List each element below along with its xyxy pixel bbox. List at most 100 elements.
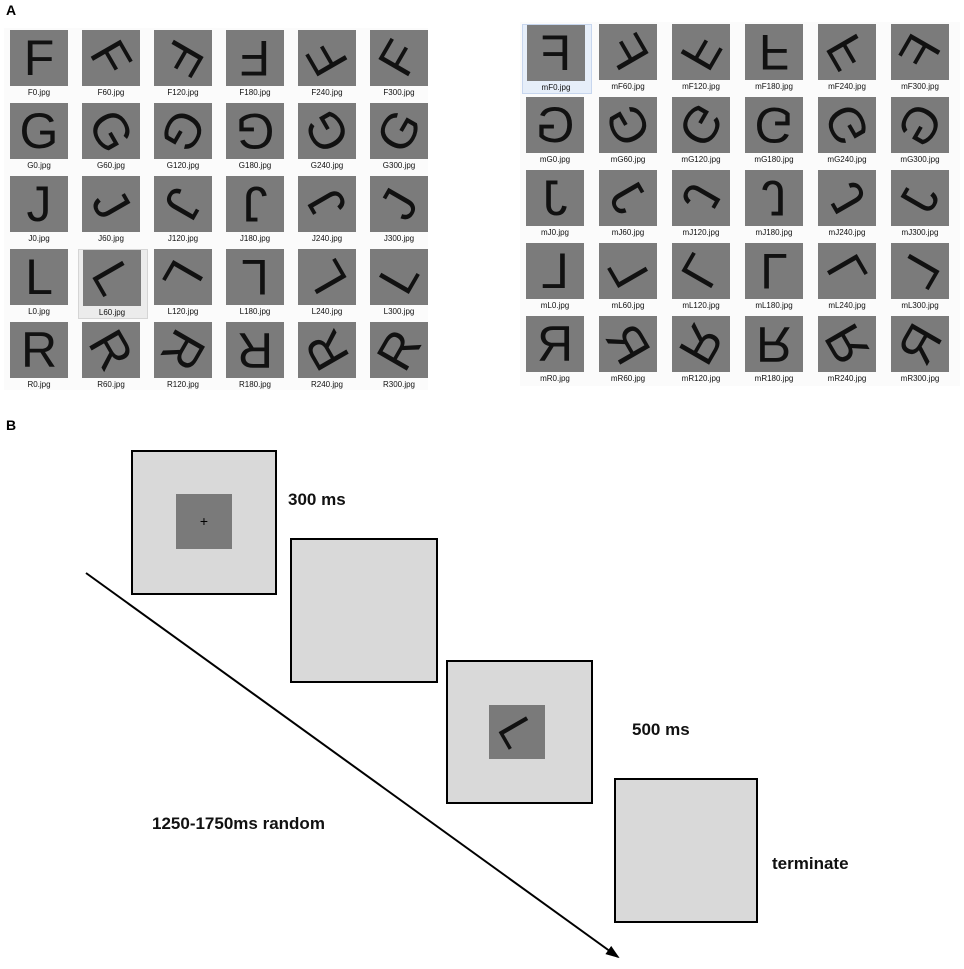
thumbnail-image: F — [226, 30, 284, 86]
thumbnail-image: G — [526, 97, 584, 153]
stimulus-duration-label: 500 ms — [632, 720, 690, 739]
thumbnail-filename: F300.jpg — [383, 88, 415, 97]
thumbnail-image: R — [226, 322, 284, 378]
thumbnail-filename: mJ300.jpg — [901, 228, 939, 237]
normal-thumbnail-l-60[interactable]: L L60.jpg — [78, 249, 148, 319]
thumbnail-image: G — [745, 97, 803, 153]
rotated-letter-glyph: J — [26, 176, 52, 232]
rotated-letter-glyph: G — [19, 103, 59, 159]
thumbnail-filename: mF300.jpg — [901, 82, 939, 91]
thumbnail-filename: F180.jpg — [239, 88, 271, 97]
thumbnail-filename: mF240.jpg — [828, 82, 866, 91]
thumbnail-filename: mL0.jpg — [540, 301, 570, 310]
blank-screen-2 — [614, 778, 758, 923]
thumbnail-filename: mR120.jpg — [681, 374, 721, 383]
thumbnail-image: G — [672, 97, 730, 153]
thumbnail-filename: mG60.jpg — [610, 155, 646, 164]
thumbnail-filename: mG120.jpg — [681, 155, 721, 164]
thumbnail-image: R — [818, 316, 876, 372]
thumbnail-image: F — [672, 24, 730, 80]
thumbnail-filename: R300.jpg — [382, 380, 416, 389]
thumbnail-filename: G180.jpg — [238, 161, 272, 170]
stimulus-patch — [489, 705, 545, 759]
thumbnail-filename: F60.jpg — [97, 88, 125, 97]
thumbnail-image: J — [298, 176, 356, 232]
thumbnail-filename: G60.jpg — [96, 161, 126, 170]
normal-thumbnail-g-0[interactable]: G G0.jpg — [6, 103, 76, 173]
thumbnail-filename: mR180.jpg — [754, 374, 794, 383]
thumbnail-image: R — [672, 316, 730, 372]
thumbnail-filename: G0.jpg — [27, 161, 51, 170]
thumbnail-image: R — [526, 316, 584, 372]
thumbnail-image: L — [83, 250, 141, 306]
thumbnail-filename: mL180.jpg — [755, 301, 793, 310]
thumbnail-filename: L120.jpg — [167, 307, 199, 316]
thumbnail-filename: L60.jpg — [98, 308, 126, 317]
thumbnail-filename: F120.jpg — [167, 88, 199, 97]
thumbnail-image: F — [599, 24, 657, 80]
thumbnail-image: G — [599, 97, 657, 153]
normal-thumbnail-f-180[interactable]: F F180.jpg — [222, 30, 292, 100]
thumbnail-image: G — [10, 103, 68, 159]
